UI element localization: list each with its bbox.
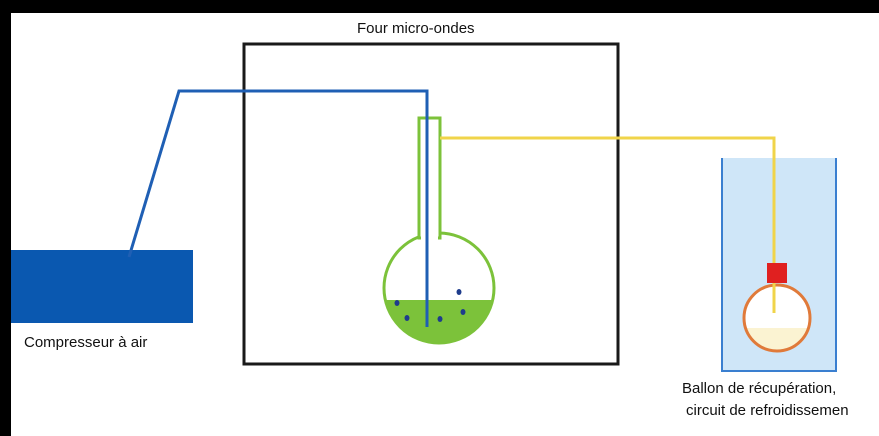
particles <box>394 289 466 322</box>
cooling-bath-outline <box>721 158 837 372</box>
oven-label: Four micro-ondes <box>357 20 475 37</box>
compressor-label: Compresseur à air <box>24 334 148 351</box>
diagram-frame: Four micro-ondes Compresseur à air Ballo… <box>11 13 879 436</box>
vapor-line <box>440 136 776 263</box>
stopper <box>767 263 787 283</box>
recovery-label-line2: circuit de refroidissemen <box>686 402 849 419</box>
reaction-flask <box>382 116 496 345</box>
setup-diagram <box>11 42 837 372</box>
air-compressor <box>11 250 193 323</box>
flask-neck <box>417 116 442 240</box>
recovery-label-line1: Ballon de récupération, <box>682 380 837 397</box>
microwave-oven <box>242 42 620 366</box>
recovery-flask <box>742 263 812 353</box>
